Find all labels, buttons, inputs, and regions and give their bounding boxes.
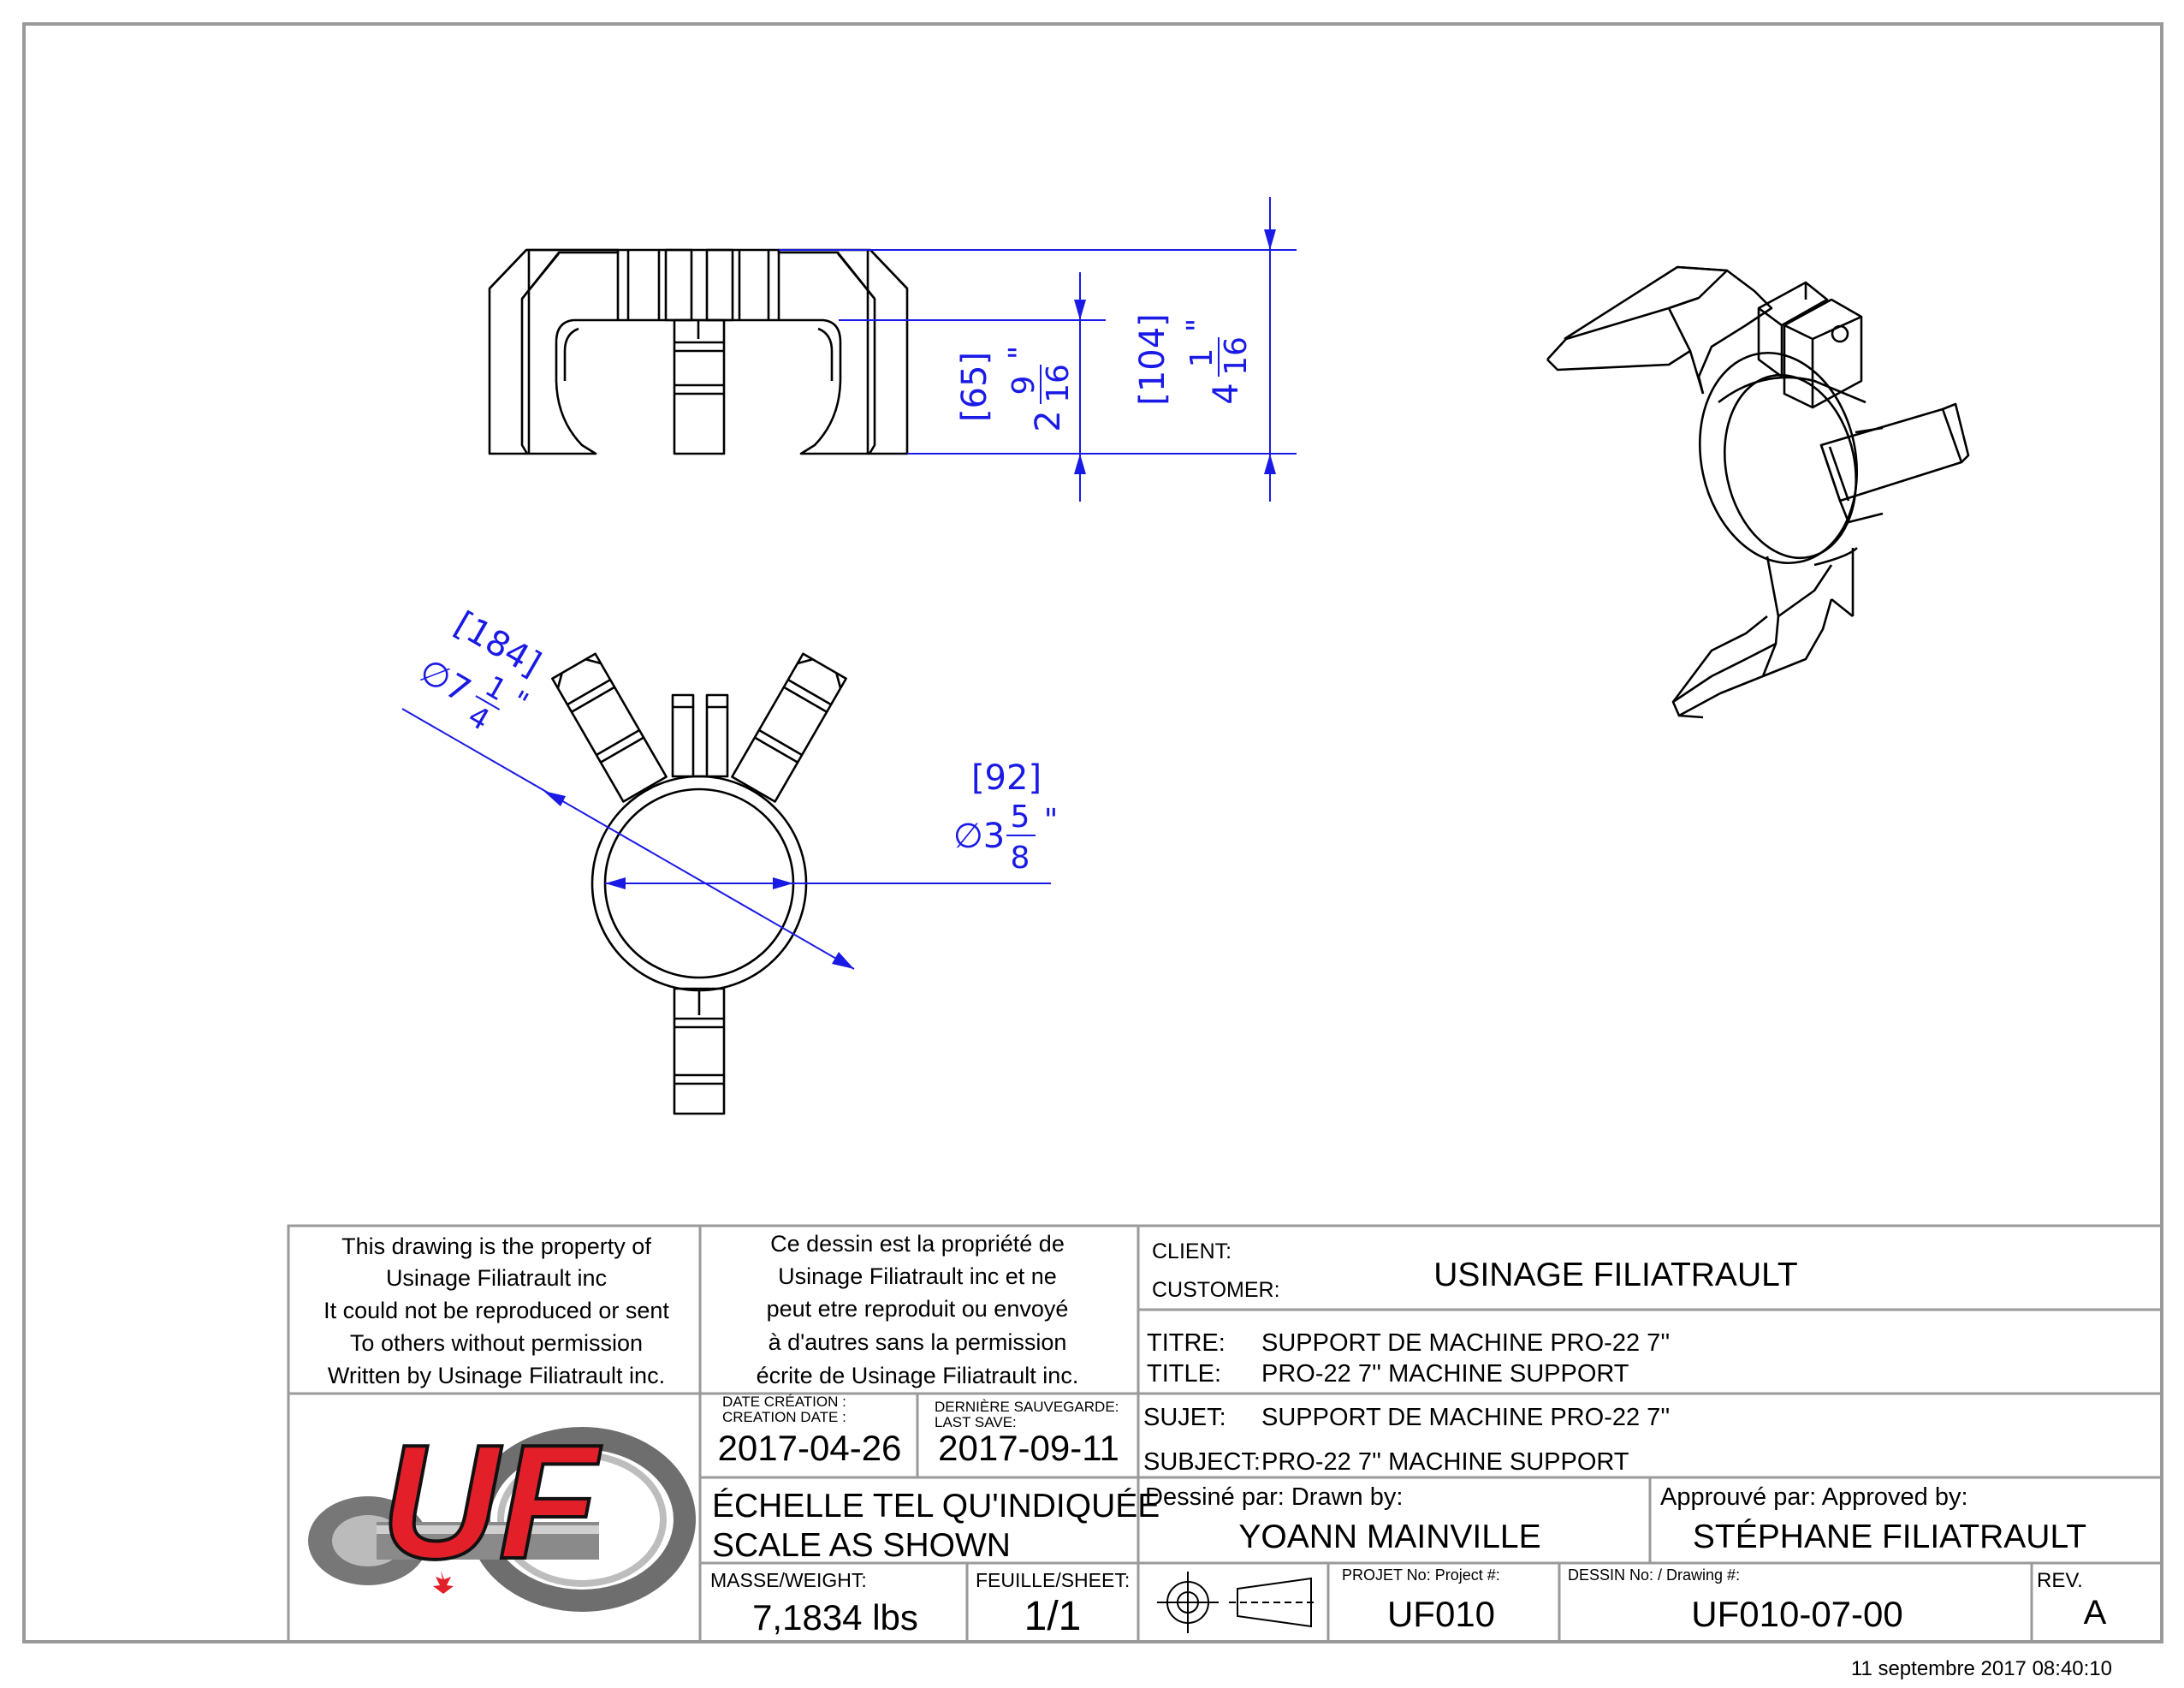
- title-value: PRO-22 7'' MACHINE SUPPORT: [1261, 1360, 1629, 1388]
- dim-text: [65]: [955, 352, 994, 422]
- notice-line: Written by Usinage Filiatrault inc.: [328, 1363, 665, 1388]
- date-creation-label-fr: DATE CRÉATION :: [722, 1394, 846, 1410]
- scale-fr: ÉCHELLE TEL QU'INDIQUÉE: [712, 1488, 1160, 1525]
- sheet-label: FEUILLE/SHEET:: [976, 1569, 1130, 1591]
- notice-en: This drawing is the property of Usinage …: [323, 1233, 669, 1388]
- subject-label: SUBJECT:: [1143, 1448, 1261, 1476]
- notice-line: à d'autres sans la permission: [769, 1329, 1067, 1355]
- subject-value: PRO-22 7'' MACHINE SUPPORT: [1261, 1448, 1629, 1476]
- last-save-label-en: LAST SAVE:: [935, 1414, 1017, 1430]
- projection-symbol-icon: [1157, 1572, 1318, 1633]
- dim-text: 2: [1029, 410, 1068, 431]
- dim-text: ∅7: [412, 651, 477, 711]
- notice-line: Usinage Filiatrault inc: [386, 1265, 607, 1291]
- dim-text: 9: [1006, 376, 1042, 395]
- dim-text: ": [1003, 346, 1038, 360]
- client-value: USINAGE FILIATRAULT: [1433, 1257, 1797, 1293]
- dim-text: 16: [1219, 336, 1254, 376]
- project-label: PROJET No: Project #:: [1342, 1566, 1500, 1584]
- notice-line: écrite de Usinage Filiatrault inc.: [757, 1363, 1079, 1388]
- dim-text: 16: [1041, 364, 1076, 403]
- print-timestamp: 11 septembre 2017 08:40:10: [1851, 1657, 2112, 1680]
- dim-text: 1: [1184, 348, 1220, 368]
- client-label-fr: CLIENT:: [1152, 1239, 1231, 1263]
- dim-text: 4: [462, 699, 496, 738]
- approved-by-label: Approuvé par: Approved by:: [1660, 1483, 1968, 1511]
- dim-text: ": [1044, 803, 1059, 838]
- sheet-value: 1/1: [1024, 1594, 1082, 1639]
- weight-label: MASSE/WEIGHT:: [710, 1569, 867, 1591]
- sujet-label: SUJET:: [1143, 1404, 1226, 1431]
- notice-fr: Ce dessin est la propriété de Usinage Fi…: [757, 1231, 1079, 1388]
- front-view: [488, 248, 909, 455]
- sujet-value: SUPPORT DE MACHINE PRO-22 7'': [1261, 1404, 1670, 1431]
- titre-label: TITRE:: [1147, 1329, 1226, 1357]
- notice-line: Ce dessin est la propriété de: [770, 1231, 1065, 1257]
- title-block: [287, 1224, 2163, 1643]
- approved-by-value: STÉPHANE FILIATRAULT: [1693, 1519, 2086, 1555]
- title-label: TITLE:: [1147, 1360, 1221, 1388]
- drawn-by-value: YOANN MAINVILLE: [1238, 1519, 1540, 1555]
- dim-text: [104]: [1133, 313, 1172, 406]
- dim-text: ∅3: [953, 817, 1005, 856]
- dim-text: [92]: [971, 758, 1042, 798]
- rev-label: REV.: [2037, 1569, 2083, 1592]
- notice-line: To others without permission: [350, 1330, 643, 1356]
- height-small-dimension-label: [65] 2 9 16 ": [955, 346, 1076, 432]
- inner-diameter-label: [92] ∅3 5 8 ": [953, 758, 1058, 876]
- dim-text: 5: [1011, 799, 1030, 835]
- logo-letters: UF: [381, 1412, 602, 1593]
- weight-value: 7,1834 lbs: [752, 1597, 918, 1637]
- notice-line: peut etre reproduit ou envoyé: [767, 1296, 1069, 1322]
- isometric-view: [1546, 265, 1970, 719]
- drawing-no-label: DESSIN No: / Drawing #:: [1568, 1566, 1740, 1584]
- last-save-label-fr: DERNIÈRE SAUVEGARDE:: [935, 1399, 1119, 1415]
- drawn-by-label: Dessiné par: Drawn by:: [1145, 1483, 1403, 1511]
- drawing-no-value: UF010-07-00: [1691, 1594, 1902, 1634]
- scale-en: SCALE AS SHOWN: [712, 1527, 1011, 1564]
- height-big-dimension-label: [104] 4 1 16 ": [1133, 313, 1254, 406]
- outer-diameter-label: [184] ∅7 1 4 ": [412, 604, 547, 738]
- date-creation-value: 2017-04-26: [718, 1428, 902, 1468]
- front-view-dimensions: [779, 197, 1297, 502]
- last-save-value: 2017-09-11: [938, 1428, 1119, 1468]
- project-value: UF010: [1387, 1594, 1495, 1634]
- company-logo: UF: [308, 1410, 696, 1612]
- dim-text: 4: [1207, 383, 1246, 404]
- notice-line: Usinage Filiatrault inc et ne: [778, 1263, 1057, 1289]
- titre-value: SUPPORT DE MACHINE PRO-22 7'': [1261, 1329, 1670, 1357]
- top-view-dimensions: [401, 708, 1051, 970]
- date-creation-label-en: CREATION DATE :: [722, 1409, 846, 1425]
- client-label-en: CUSTOMER:: [1152, 1278, 1280, 1302]
- notice-line: It could not be reproduced or sent: [323, 1298, 669, 1323]
- notice-line: This drawing is the property of: [341, 1233, 651, 1259]
- dim-text: ": [505, 684, 534, 720]
- rev-value: A: [2084, 1594, 2107, 1632]
- dim-text: 8: [1011, 841, 1030, 876]
- dim-text: ": [1181, 318, 1216, 333]
